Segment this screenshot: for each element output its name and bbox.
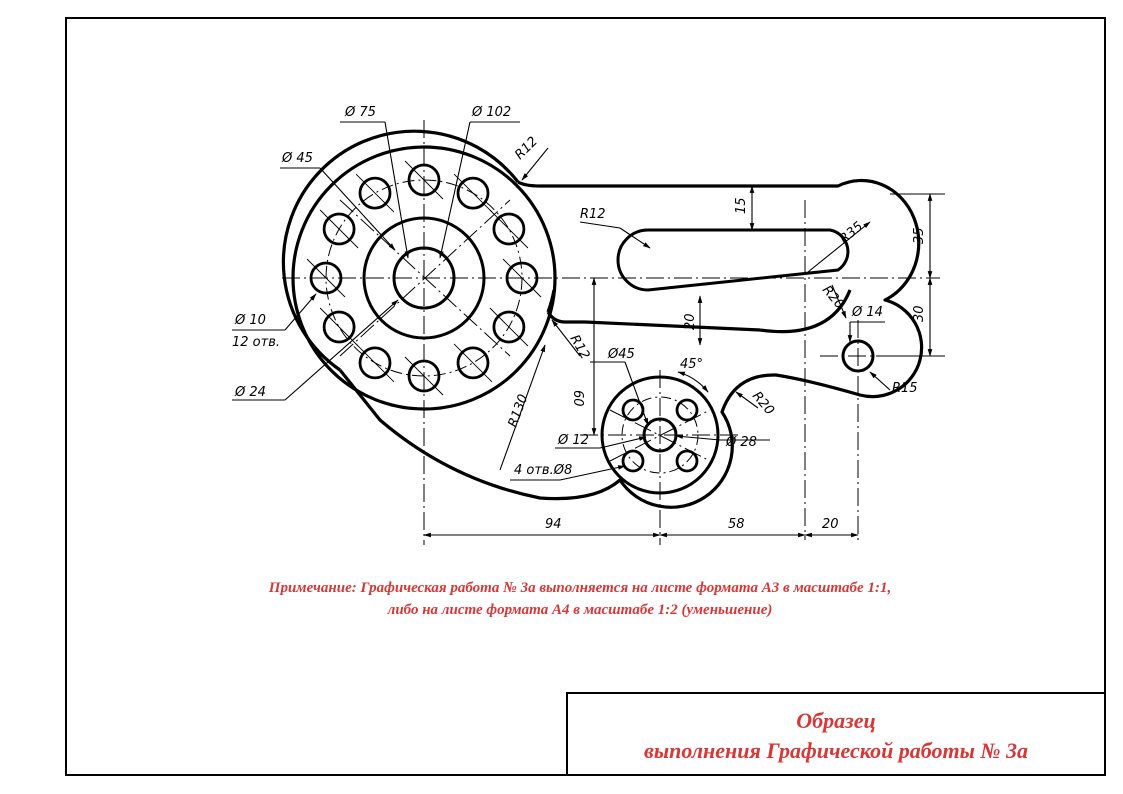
- dim-r15: R15: [892, 381, 918, 396]
- dim-holes12: 12 отв.: [232, 335, 280, 350]
- note-line-2: либо на листе формата А4 в масштабе 1:2 …: [387, 602, 773, 618]
- bolt-hole-centerline: [489, 209, 529, 249]
- title-block: Образец выполнения Графической работы № …: [566, 692, 1106, 776]
- dim-r12-top: R12: [512, 134, 541, 163]
- dim-r12-mid: R12: [567, 333, 593, 363]
- dim-d14: Ø 14: [851, 305, 883, 320]
- dim-60: 60: [570, 390, 585, 407]
- dim-d24: Ø 24: [234, 385, 266, 400]
- bolt-hole: [492, 212, 526, 246]
- dim-r130: R130: [506, 392, 532, 429]
- dim-d12: Ø 12: [557, 433, 589, 448]
- dim-r20-right: R20: [819, 283, 847, 312]
- bolt-hole: [322, 310, 356, 344]
- dimension-lines: [232, 121, 945, 538]
- bolt-hole: [492, 310, 526, 344]
- dim-30: 30: [912, 305, 927, 322]
- bolt-hole-centerline: [489, 307, 529, 347]
- dim-d102: Ø 102: [471, 105, 511, 120]
- dim-r12-slot: R12: [580, 207, 606, 222]
- dim-45deg: 45°: [680, 357, 703, 372]
- dim-d10: Ø 10: [234, 313, 266, 328]
- dim-d45-top: Ø 45: [281, 151, 313, 166]
- bolt-hole-centerline: [319, 209, 359, 249]
- bolt-hole: [358, 176, 392, 210]
- bolt-hole: [322, 212, 356, 246]
- dim-r35: R35: [837, 219, 866, 247]
- dim-58: 58: [728, 517, 745, 532]
- note-line-1: Примечание: Графическая работа № 3а выпо…: [268, 580, 892, 596]
- title-line-1: Образец: [796, 708, 876, 733]
- title-line-2: выполнения Графической работы № 3а: [643, 738, 1029, 763]
- bolt-hole-centerline: [453, 343, 493, 383]
- dimension-labels: Ø 75 Ø 102 Ø 45 R12 R12 15 R35 35 R20 Ø …: [232, 105, 927, 532]
- dim-20-bottom: 20: [822, 517, 839, 532]
- bolt-hole: [456, 346, 490, 380]
- dim-35: 35: [912, 227, 927, 244]
- bolt-hole: [456, 176, 490, 210]
- bolt-hole-centerline: [355, 343, 395, 383]
- bolt-hole-centerline: [319, 307, 359, 347]
- dim-holes4: 4 отв.Ø8: [514, 463, 572, 478]
- note-text: Примечание: Графическая работа № 3а выпо…: [100, 577, 1060, 621]
- dim-d28: Ø 28: [725, 435, 757, 450]
- dim-94: 94: [545, 517, 562, 532]
- drawing-sheet-frame: [65, 17, 1106, 776]
- dim-d75: Ø 75: [344, 105, 376, 120]
- center-lines: [282, 120, 940, 545]
- dim-d45-small: Ø45: [607, 347, 635, 362]
- dim-r20-small: R20: [749, 389, 777, 418]
- bolt-hole-centerline: [453, 173, 493, 213]
- bolt-hole: [358, 346, 392, 380]
- dim-15: 15: [734, 197, 749, 214]
- dim-20-mid: 20: [683, 313, 698, 330]
- slot: [616, 228, 850, 292]
- bolt-hole-centerline: [355, 173, 395, 213]
